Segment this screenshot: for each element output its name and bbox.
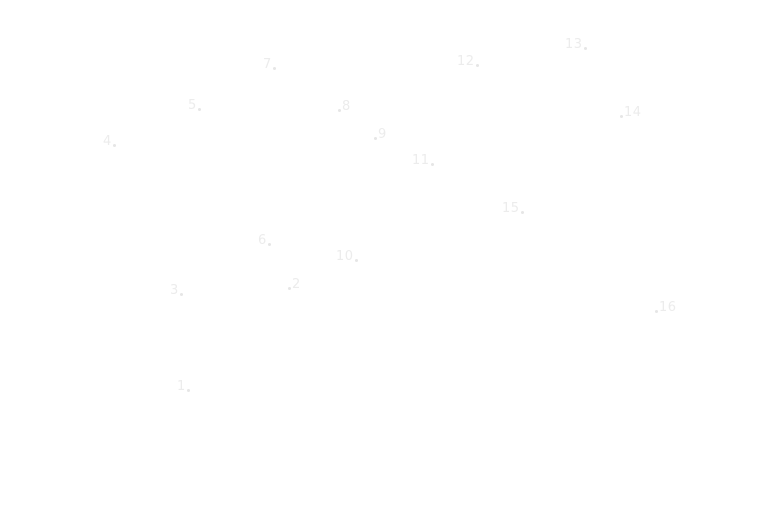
dot-label: 2 bbox=[292, 277, 301, 292]
dot-label: 15 bbox=[502, 201, 520, 216]
dot-marker bbox=[267, 243, 271, 246]
dot-marker bbox=[475, 64, 479, 67]
dot-label: 1 bbox=[177, 379, 186, 394]
dot-label: 10 bbox=[336, 249, 354, 264]
dot-label: 6 bbox=[258, 233, 267, 248]
dot-label: 14 bbox=[624, 105, 642, 120]
dot-marker bbox=[338, 109, 341, 112]
dot-marker bbox=[354, 259, 358, 262]
dot-marker bbox=[272, 67, 276, 70]
dot-point-9: 9 bbox=[374, 128, 387, 141]
dot-label: 13 bbox=[565, 37, 583, 52]
dot-point-6: 6 bbox=[258, 234, 271, 247]
dot-marker bbox=[179, 293, 183, 296]
dot-point-12: 12 bbox=[457, 55, 479, 68]
dot-label: 11 bbox=[412, 153, 430, 168]
dot-label: 3 bbox=[170, 283, 179, 298]
dot-label: 9 bbox=[378, 127, 387, 142]
dot-label: 8 bbox=[342, 99, 351, 114]
dot-point-2: 2 bbox=[288, 278, 301, 291]
dot-marker bbox=[197, 108, 201, 111]
dot-label: 12 bbox=[457, 54, 475, 69]
dot-point-8: 8 bbox=[338, 100, 351, 113]
dot-marker bbox=[374, 137, 377, 140]
dot-point-4: 4 bbox=[103, 135, 116, 148]
dot-marker bbox=[288, 287, 291, 290]
dot-label: 16 bbox=[659, 300, 677, 315]
dot-label: 5 bbox=[188, 98, 197, 113]
dot-marker bbox=[583, 47, 587, 50]
dot-point-14: 14 bbox=[620, 106, 642, 119]
dot-label: 7 bbox=[263, 57, 272, 72]
dot-label: 4 bbox=[103, 134, 112, 149]
dot-marker bbox=[620, 115, 623, 118]
dot-point-13: 13 bbox=[565, 38, 587, 51]
dot-point-16: 16 bbox=[655, 301, 677, 314]
dot-point-3: 3 bbox=[170, 284, 183, 297]
dot-point-5: 5 bbox=[188, 99, 201, 112]
dot-marker bbox=[112, 144, 116, 147]
dot-marker bbox=[430, 163, 434, 166]
dot-marker bbox=[655, 310, 658, 313]
dot-point-11: 11 bbox=[412, 154, 434, 167]
dot-marker bbox=[520, 211, 524, 214]
dot-point-7: 7 bbox=[263, 58, 276, 71]
dot-marker bbox=[186, 389, 190, 392]
dot-point-15: 15 bbox=[502, 202, 524, 215]
dot-point-1: 1 bbox=[177, 380, 190, 393]
dot-point-10: 10 bbox=[336, 250, 358, 263]
